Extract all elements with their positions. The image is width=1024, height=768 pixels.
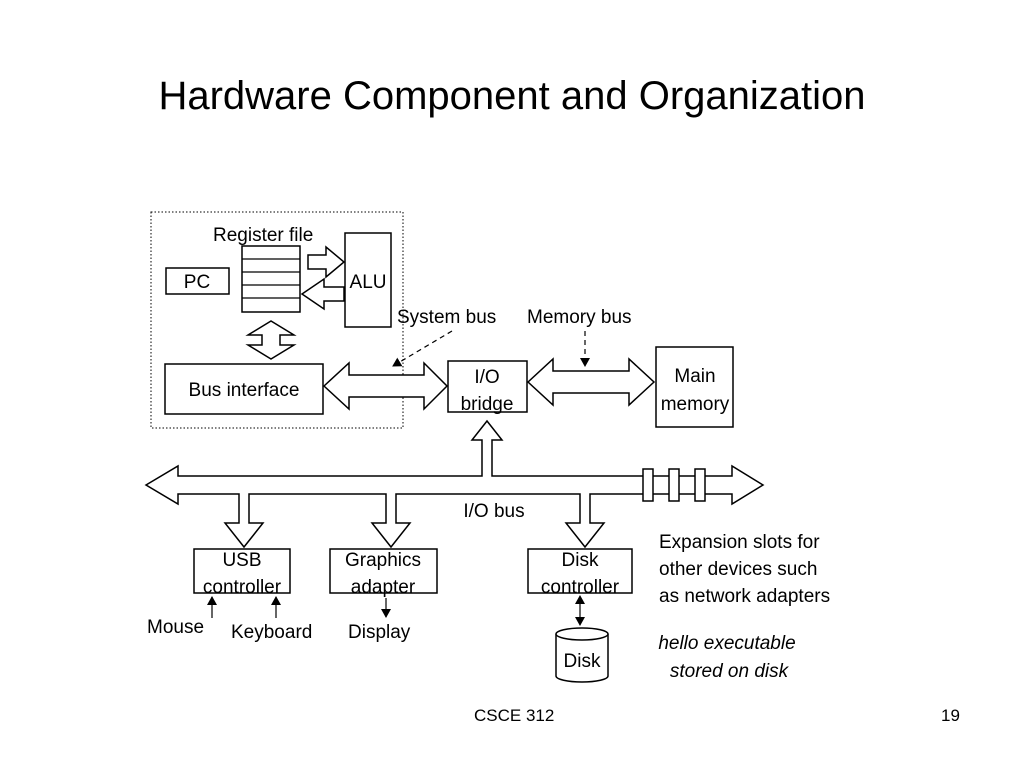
system-bus-pointer xyxy=(392,330,453,367)
graphics-adapter-label-line1: Graphics xyxy=(345,550,421,571)
io-bus xyxy=(144,419,765,549)
io-bridge-box xyxy=(447,360,528,413)
disk-controller-label-line1: Disk xyxy=(562,550,599,571)
io-bridge-label-line1: I/O xyxy=(474,367,499,388)
disk-controller-box xyxy=(527,548,633,594)
expansion-slots xyxy=(642,468,706,502)
system-bus-label: System bus xyxy=(397,307,496,328)
memory-bus-arrow xyxy=(526,357,656,407)
alu-label: ALU xyxy=(350,272,387,293)
footer-course: CSCE 312 xyxy=(474,706,555,725)
pc-box xyxy=(165,267,230,295)
expansion-note-line3: as network adapters xyxy=(659,586,830,607)
hello-note-line1: hello executable xyxy=(658,633,795,654)
graphics-adapter-label-line2: adapter xyxy=(351,577,416,598)
disk-arrow xyxy=(575,595,585,626)
regfile-to-alu-arrow xyxy=(307,245,346,279)
graphics-adapter-box xyxy=(329,548,438,594)
bus-interface-box xyxy=(164,363,324,415)
expansion-note-line1: Expansion slots for xyxy=(659,532,820,553)
system-bus-arrow xyxy=(322,361,449,411)
expansion-note-line2: other devices such xyxy=(659,559,817,580)
disk-controller-label-line2: controller xyxy=(541,577,620,598)
disk-label: Disk xyxy=(564,651,601,672)
io-bridge-label-line2: bridge xyxy=(461,394,514,415)
usb-controller-label-line1: USB xyxy=(222,550,261,571)
alu-to-regfile-arrow xyxy=(300,277,345,311)
register-file xyxy=(241,245,301,313)
io-bus-label: I/O bus xyxy=(463,501,524,522)
display-label: Display xyxy=(348,622,411,643)
disk-cylinder xyxy=(555,627,609,683)
pc-label: PC xyxy=(184,272,210,293)
mouse-label: Mouse xyxy=(147,617,204,638)
keyboard-label: Keyboard xyxy=(231,622,312,643)
hello-note-line2: stored on disk xyxy=(670,661,790,682)
bus-interface-label: Bus interface xyxy=(189,380,300,401)
register-file-label: Register file xyxy=(213,225,313,246)
memory-bus-label: Memory bus xyxy=(527,307,632,328)
main-memory-label-line1: Main xyxy=(674,366,715,387)
usb-controller-label-line2: controller xyxy=(203,577,282,598)
main-memory-box xyxy=(655,346,734,428)
alu-box xyxy=(344,232,392,328)
slide-title: Hardware Component and Organization xyxy=(158,74,866,118)
page-number: 19 xyxy=(941,706,960,725)
cpu-boundary xyxy=(150,211,404,429)
regfile-businterface-arrow xyxy=(245,320,297,360)
usb-controller-box xyxy=(193,548,291,594)
main-memory-label-line2: memory xyxy=(661,394,730,415)
